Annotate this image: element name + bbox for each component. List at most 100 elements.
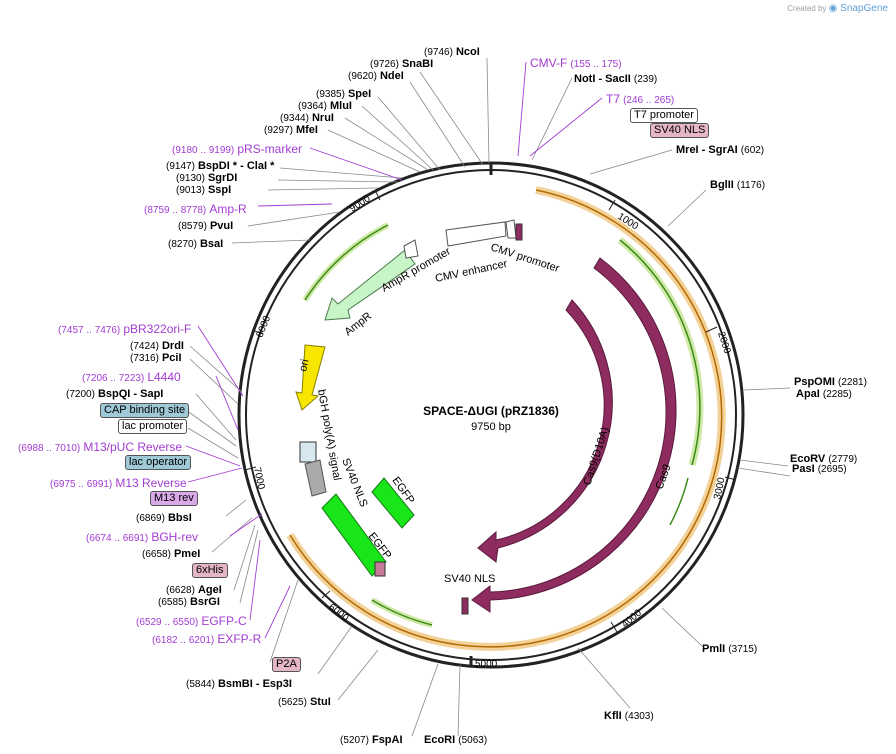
site-position: (9147)	[166, 161, 195, 172]
site-position: (8759 .. 8778)	[144, 205, 207, 216]
snapgene-logo: ◉ SnapGene	[828, 3, 888, 14]
site-position: (6975 .. 6991)	[50, 479, 113, 490]
site-label-pcii: (7316) PciI	[130, 352, 182, 364]
site-position: (9746)	[424, 47, 453, 58]
site-label-bglii: BglII (1176)	[710, 179, 765, 191]
site-label-pasi: PasI (2695)	[792, 463, 847, 475]
site-label-exfpr: (6182 .. 6201) EXFP-R	[152, 632, 261, 646]
site-label-sspi: (9013) SspI	[176, 184, 231, 196]
site-position: (9013)	[176, 185, 205, 196]
feature-box-cap: CAP binding site	[100, 403, 190, 418]
site-label-ndei: (9620) NdeI	[348, 70, 404, 82]
site-name: PspOMI	[794, 376, 835, 388]
site-label-stui: (5625) StuI	[278, 696, 331, 708]
site-name: Amp-R	[209, 202, 247, 216]
green-band-left-line	[304, 224, 389, 301]
site-name: NdeI	[379, 70, 404, 82]
site-label-t7: T7 (246 .. 265)	[606, 92, 674, 106]
site-name: L4440	[147, 370, 181, 384]
site-name: StuI	[309, 696, 331, 708]
site-position: (7424)	[130, 341, 159, 352]
plasmid-name: SPACE-ΔUGI (pRZ1836)	[423, 404, 559, 418]
feature-box-his6: 6xHis	[192, 563, 228, 578]
site-position: (239)	[633, 74, 658, 85]
site-position: (2695)	[817, 464, 847, 475]
green-band-lower-line	[371, 599, 433, 626]
site-name: M13 Reverse	[115, 476, 187, 490]
site-name: BsrGI	[189, 596, 220, 608]
site-label-noti: NotI - SacII (239)	[574, 73, 657, 85]
site-label-mfei: (9297) MfeI	[264, 124, 318, 136]
site-label-bspqi: (7200) BspQI - SapI	[66, 388, 163, 400]
site-label-ncoi: (9746) NcoI	[424, 46, 480, 58]
site-name: NruI	[311, 112, 334, 124]
site-label-pmli: PmlI (3715)	[702, 643, 757, 655]
site-name: SgrDI	[207, 172, 238, 184]
site-position: (5625)	[278, 697, 307, 708]
site-label-drdi: (7424) DrdI	[130, 340, 184, 352]
site-position: (9130)	[176, 173, 205, 184]
site-position: (2281)	[838, 377, 867, 388]
site-name: PciI	[161, 352, 182, 364]
site-position: (8579)	[178, 221, 207, 232]
cmv-enhancer-arrow	[445, 221, 507, 247]
site-name: SpeI	[347, 88, 372, 100]
site-name: EcoRV	[790, 453, 826, 465]
primer-leader-lines	[185, 61, 603, 639]
label-sv40-nls-a: SV40 NLS	[339, 457, 369, 509]
cmv-promoter-arrow	[505, 219, 517, 239]
site-name: pRS-marker	[237, 142, 303, 156]
green-band-upper-line	[619, 239, 701, 466]
site-position: (1176)	[736, 180, 766, 191]
site-name: PasI	[792, 463, 815, 475]
feature-box-lac-operator: lac operator	[125, 455, 192, 470]
site-name: M13/pUC Reverse	[83, 440, 183, 454]
snapgene-credit: Created by ◉ SnapGene	[787, 3, 888, 14]
site-name: CMV-F	[530, 56, 568, 70]
site-label-pmei: (6658) PmeI	[142, 548, 200, 560]
green-band-mid	[669, 477, 689, 526]
cas9-arrow	[471, 257, 677, 613]
label-cas9: Cas9	[654, 463, 674, 491]
site-position: (6674 .. 6691)	[86, 533, 149, 544]
site-position: (9344)	[280, 113, 309, 124]
site-position: (6182 .. 6201)	[152, 635, 215, 646]
site-label-ecorv: EcoRV (2779)	[790, 453, 857, 465]
label-sv40-nls-b: SV40 NLS	[444, 573, 495, 585]
tick-3000: 3000	[712, 476, 727, 500]
site-name: BglII	[710, 179, 734, 191]
site-label-mlui: (9364) MluI	[298, 100, 352, 112]
snapgene-brand: SnapGene	[840, 3, 888, 14]
site-name: SnaBI	[401, 58, 434, 70]
site-label-m13puc: (6988 .. 7010) M13/pUC Reverse	[18, 440, 182, 454]
egfp-arrow-right	[371, 477, 415, 529]
sv40-nls-small-b	[461, 597, 469, 615]
label-cas9-d10a: Cas9(D10A)	[581, 426, 611, 487]
tick-5000: 5000	[475, 659, 498, 670]
site-position: (6585)	[158, 597, 187, 608]
site-name: DrdI	[161, 340, 184, 352]
site-label-agei: (6628) AgeI	[166, 584, 222, 596]
label-ori: ori	[297, 358, 311, 372]
label-cmv-enhancer: CMV enhancer	[434, 258, 509, 285]
bgh-feature	[299, 441, 317, 463]
site-name: NotI - SacII	[574, 73, 631, 85]
tick-7000: 7000	[251, 466, 266, 490]
sv40-nls-small-a	[515, 223, 523, 241]
feature-box-lac-promoter: lac promoter	[118, 419, 188, 434]
site-label-pbr: (7457 .. 7476) pBR322ori-F	[58, 322, 191, 336]
site-label-bbsi: (6869) BbsI	[136, 512, 192, 524]
site-name: ApaI	[796, 388, 820, 400]
site-name: BsaI	[199, 238, 224, 250]
egfp-arrow-left	[321, 493, 387, 577]
created-by-text: Created by	[787, 4, 827, 13]
site-position: (4303)	[624, 711, 654, 722]
site-position: (6869)	[136, 513, 165, 524]
site-position: (602)	[740, 145, 765, 156]
site-position: (9726)	[370, 59, 399, 70]
site-label-pspomi: PspOMI (2281)	[794, 376, 867, 388]
site-label-bspdi: (9147) BspDI * - ClaI *	[166, 160, 274, 172]
site-label-sgrdi: (9130) SgrDI	[176, 172, 237, 184]
site-label-apai: ApaI (2285)	[796, 388, 852, 400]
